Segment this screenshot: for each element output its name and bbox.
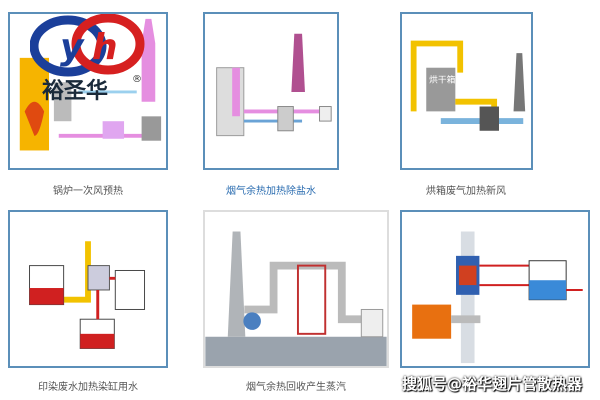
caption-1: 锅炉一次风预热 bbox=[53, 186, 123, 197]
caption-5: 烟气余热回收产生蒸汽 bbox=[246, 382, 346, 393]
company-logo: y h 裕圣华 ® bbox=[29, 13, 150, 104]
caption-4: 印染废水加热染缸用水 bbox=[38, 382, 138, 393]
boiler-diagram bbox=[19, 18, 162, 151]
panel-oven-exhaust-fresh-air: 烘干箱 bbox=[400, 12, 533, 170]
panel-flue-gas-desalted-water bbox=[203, 12, 339, 170]
caption-2: 烟气余热加热除盐水 bbox=[226, 186, 316, 197]
caption-3: 烘箱废气加热新风 bbox=[426, 186, 506, 197]
svg-text:y: y bbox=[60, 27, 85, 68]
svg-text:裕圣华: 裕圣华 bbox=[42, 78, 108, 104]
panel-dye-wastewater bbox=[8, 210, 168, 368]
panel-flue-gas-steam bbox=[203, 210, 389, 368]
svg-text:烘干箱: 烘干箱 bbox=[429, 73, 455, 85]
svg-text:®: ® bbox=[132, 74, 142, 85]
watermark: 搜狐号@裕华翅片管散热器 bbox=[402, 375, 583, 393]
panel-heat-exchanger bbox=[400, 210, 590, 368]
svg-text:h: h bbox=[92, 27, 118, 68]
